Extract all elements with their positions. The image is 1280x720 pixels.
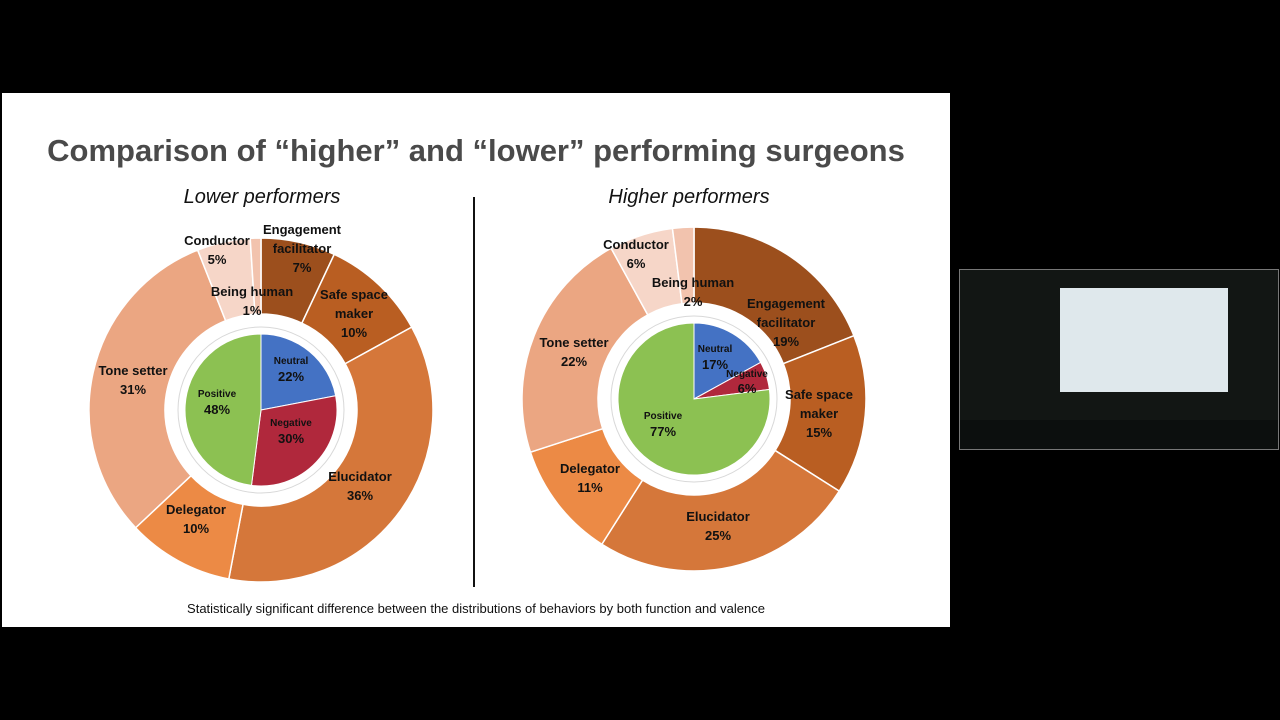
chart-title-lower: Lower performers <box>183 186 341 208</box>
lower-inner-label-positive: Positive <box>198 389 237 400</box>
projector-screen <box>1060 288 1228 392</box>
speaker-video-thumbnail[interactable] <box>959 269 1279 450</box>
lower-inner-label-neutral: Neutral <box>274 356 309 367</box>
room-floor <box>960 420 1278 449</box>
lower-inner-label-negative: Negative <box>270 418 312 429</box>
higher-inner-slice-neutral <box>693 322 762 400</box>
higher-inner-value-neutral: 17% <box>702 357 728 372</box>
presentation-slide: Comparison of “higher” and “lower” perfo… <box>2 93 950 627</box>
higher-inner-label-positive: Positive <box>644 411 683 422</box>
higher-inner-slice-positive <box>617 322 771 476</box>
higher-inner-value-negative: 6% <box>738 381 757 396</box>
chart-divider <box>473 197 475 587</box>
slide-footnote: Statistically significant difference bet… <box>187 601 765 616</box>
higher-inner-value-positive: 77% <box>650 424 676 439</box>
lower-inner-slice-positive <box>184 333 262 486</box>
lower-inner-value-negative: 30% <box>278 431 304 446</box>
higher-inner-label-neutral: Neutral <box>698 344 733 355</box>
lower-inner-slice-neutral <box>260 333 337 411</box>
lower-outer-slice-tone-setter <box>88 249 227 529</box>
lower-inner-slice-negative <box>250 395 338 487</box>
slide-title: Comparison of “higher” and “lower” perfo… <box>47 133 905 168</box>
lower-inner-value-neutral: 22% <box>278 369 304 384</box>
chart-title-higher: Higher performers <box>608 186 770 208</box>
lower-inner-value-positive: 48% <box>204 402 230 417</box>
higher-inner-label-negative: Negative <box>726 369 768 380</box>
